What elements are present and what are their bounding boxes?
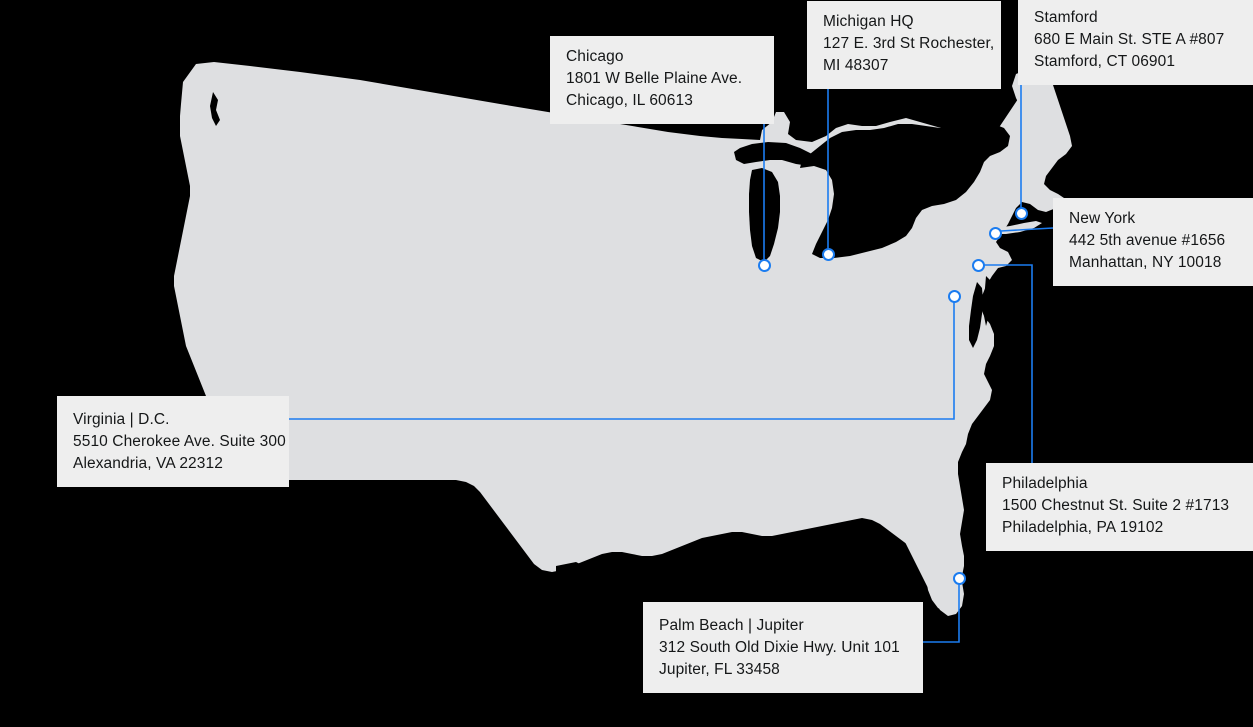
marker-chicago[interactable] bbox=[758, 259, 771, 272]
location-name: Michigan HQ bbox=[823, 13, 914, 30]
location-street: 312 South Old Dixie Hwy. Unit 101 bbox=[659, 639, 900, 656]
location-city-state-zip: Philadelphia, PA 19102 bbox=[1002, 519, 1164, 536]
great-lakes-east bbox=[800, 124, 1010, 258]
location-city-state-zip: Alexandria, VA 22312 bbox=[73, 455, 223, 472]
location-card-stamford[interactable]: Stamford 680 E Main St. STE A #807 Stamf… bbox=[1018, 0, 1253, 85]
location-card-chicago[interactable]: Chicago 1801 W Belle Plaine Ave. Chicago… bbox=[550, 36, 774, 124]
maine-detail bbox=[1012, 70, 1060, 148]
location-card-philadelphia[interactable]: Philadelphia 1500 Chestnut St. Suite 2 #… bbox=[986, 463, 1253, 551]
marker-michigan-hq[interactable] bbox=[822, 248, 835, 261]
marker-palm-beach[interactable] bbox=[953, 572, 966, 585]
marker-philadelphia[interactable] bbox=[972, 259, 985, 272]
location-card-palm-beach[interactable]: Palm Beach | Jupiter 312 South Old Dixie… bbox=[643, 602, 923, 693]
location-card-new-york[interactable]: New York 442 5th avenue #1656 Manhattan,… bbox=[1053, 198, 1253, 286]
location-name: Palm Beach | Jupiter bbox=[659, 617, 804, 634]
location-city-state-zip: Chicago, IL 60613 bbox=[566, 92, 693, 109]
location-city-state-zip: Manhattan, NY 10018 bbox=[1069, 254, 1222, 271]
chesapeake-bay bbox=[969, 282, 983, 348]
location-street: 442 5th avenue #1656 bbox=[1069, 232, 1226, 249]
location-city-state-zip: MI 48307 bbox=[823, 57, 889, 74]
location-name: Philadelphia bbox=[1002, 475, 1088, 492]
location-street: 5510 Cherokee Ave. Suite 300 bbox=[73, 433, 286, 450]
location-name: Stamford bbox=[1034, 9, 1098, 26]
location-name: Virginia | D.C. bbox=[73, 411, 170, 428]
location-card-virginia-dc[interactable]: Virginia | D.C. 5510 Cherokee Ave. Suite… bbox=[57, 396, 289, 487]
location-street: 1801 W Belle Plaine Ave. bbox=[566, 70, 743, 87]
lake-superior bbox=[734, 142, 818, 166]
puget-sound-detail bbox=[210, 92, 220, 126]
location-street: 127 E. 3rd St Rochester, bbox=[823, 35, 995, 52]
location-city-state-zip: Jupiter, FL 33458 bbox=[659, 661, 780, 678]
usa-landmass bbox=[172, 62, 1072, 616]
location-city-state-zip: Stamford, CT 06901 bbox=[1034, 53, 1176, 70]
location-street: 680 E Main St. STE A #807 bbox=[1034, 31, 1225, 48]
marker-new-york[interactable] bbox=[989, 227, 1002, 240]
location-name: New York bbox=[1069, 210, 1136, 227]
location-street: 1500 Chestnut St. Suite 2 #1713 bbox=[1002, 497, 1230, 514]
marker-virginia-dc[interactable] bbox=[948, 290, 961, 303]
texas-gulf-notch bbox=[556, 562, 584, 578]
location-card-michigan-hq[interactable]: Michigan HQ 127 E. 3rd St Rochester, MI … bbox=[807, 1, 1001, 89]
location-name: Chicago bbox=[566, 48, 624, 65]
marker-stamford[interactable] bbox=[1015, 207, 1028, 220]
